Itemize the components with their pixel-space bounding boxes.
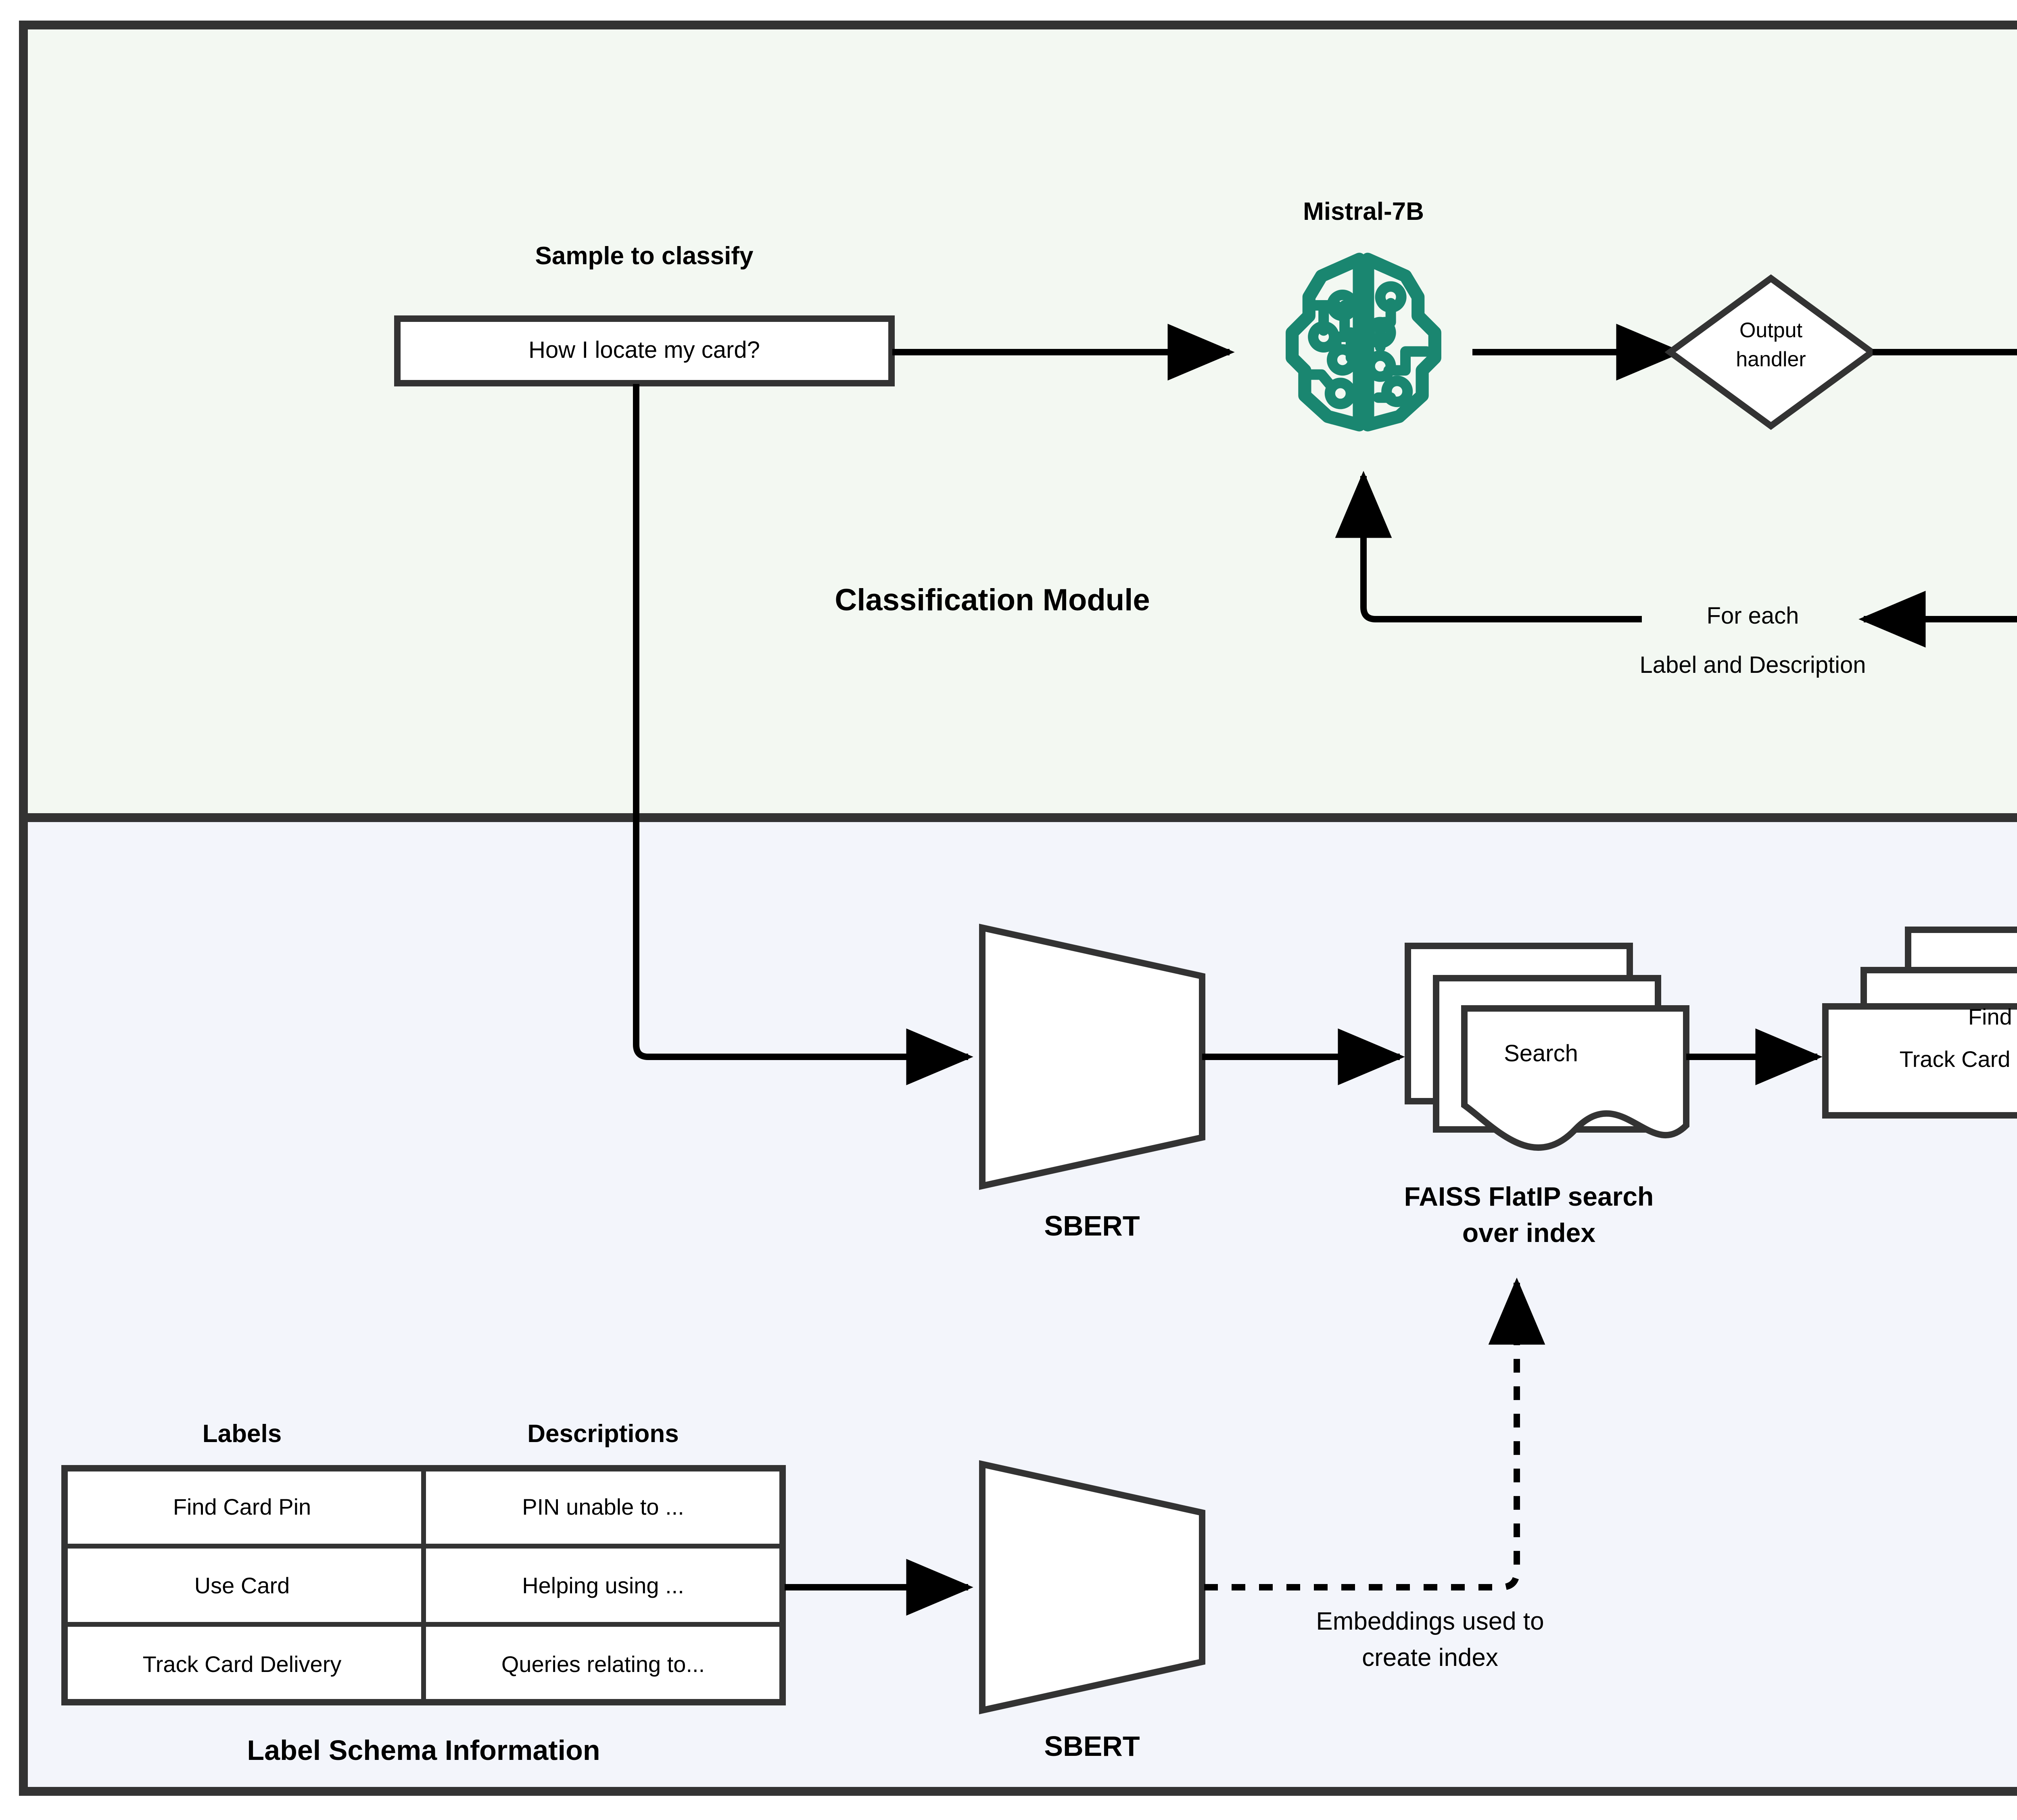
ranking-row-1-label: Find Card Pin [1968,1004,2012,1029]
edge-embeddings-to-index [1204,1277,1545,1590]
classification-panel [19,21,2017,822]
loop-label-line1: For each [1706,603,1799,629]
index-caption-line1: FAISS FlatIP search [1404,1181,1654,1211]
schema-row-0-label: Find Card Pin [173,1494,311,1519]
embeddings-note-line2: create index [1362,1644,1498,1672]
schema-row-1-description: Helping using ... [522,1573,684,1598]
schema-row-2-description: Queries relating to... [501,1651,705,1677]
embeddings-note-line1: Embeddings used to [1316,1607,1544,1635]
sbert-query-shape [979,924,1205,1190]
edge-sample-to-encoder [633,384,973,1085]
schema-row-1-label: Use Card [194,1573,290,1598]
index-doc-front [1461,1005,1689,1151]
sample-value: How I locate my card? [528,337,760,363]
brain-circuit-icon [1286,253,1441,432]
schema-header-labels: Labels [202,1420,282,1448]
sbert-schema-shape [979,1460,1205,1714]
edge-loop-into-model [1335,471,1642,622]
classification-module-label: Classification Module [835,583,1150,617]
schema-table-grid [61,1465,786,1705]
sample-box [394,315,895,386]
loop-label-line2: Label and Description [1639,652,1866,678]
index-caption-line2: over index [1462,1218,1596,1248]
schema-table-caption: Label Schema Information [247,1734,600,1766]
output-handler-line2: handler [1736,348,1806,371]
schema-row-0-description: PIN unable to ... [522,1494,684,1519]
sbert-query-label: SBERT [1044,1210,1140,1242]
ranking-row-front [1822,1003,2017,1119]
model-name-label: Mistral-7B [1303,198,1424,225]
schema-header-descriptions: Descriptions [527,1420,679,1448]
ranking-stack [1822,927,2017,1119]
schema-row-2-label: Track Card Delivery [142,1651,342,1677]
index-doc-label: Search [1504,1040,1578,1067]
sbert-schema-label: SBERT [1044,1730,1140,1762]
output-handler-line1: Output [1739,319,1803,342]
sample-caption: Sample to classify [535,242,754,270]
output-handler-diamond [1664,274,1877,430]
ranking-row-2-label: Track Card Delivery [1899,1046,2017,1072]
